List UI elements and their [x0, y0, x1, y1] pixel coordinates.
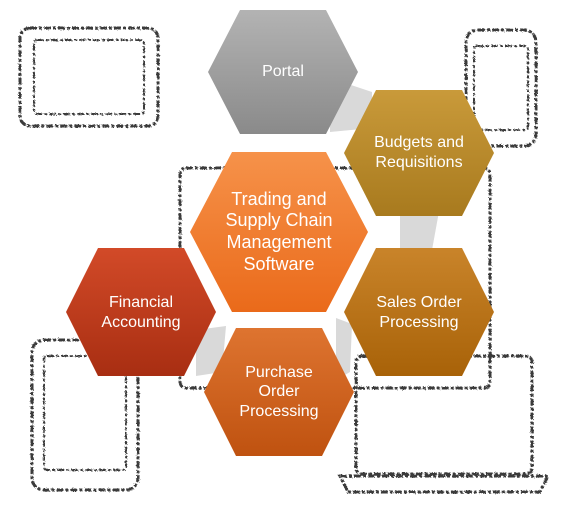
- hexagon-portal[interactable]: [208, 10, 358, 134]
- connector-budgets-sales: [400, 206, 440, 254]
- hexagon-financial[interactable]: [66, 248, 216, 376]
- tablet-portrait-sketch: [30, 338, 140, 492]
- hexagon-budgets[interactable]: [344, 90, 494, 216]
- tablet-landscape-screen-sketch: [33, 39, 145, 115]
- phone-sketch: [464, 28, 538, 148]
- hexagon-sales[interactable]: [344, 248, 494, 376]
- connectors: [196, 78, 440, 380]
- phone-screen-sketch: [473, 45, 529, 131]
- hexagon-purchase[interactable]: [204, 328, 354, 456]
- tablet-landscape-sketch: [18, 26, 160, 128]
- laptop-base-sketch: [337, 474, 551, 494]
- tablet-portrait-screen-sketch: [43, 355, 127, 471]
- hexagon-trading[interactable]: [190, 152, 368, 312]
